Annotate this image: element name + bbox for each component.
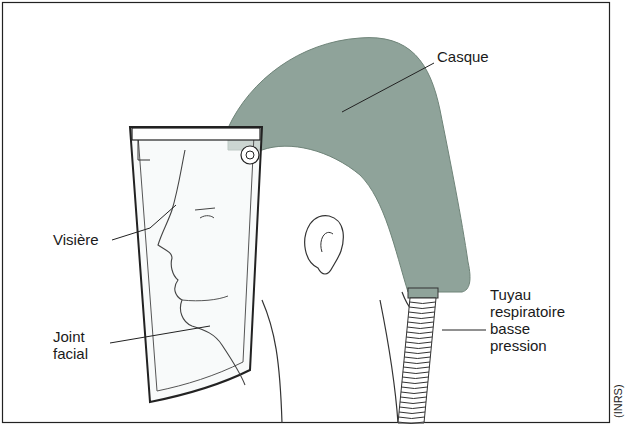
part-label: Tuyau respiratoire basse pression — [490, 286, 590, 354]
visor-inner-edge — [138, 135, 254, 391]
hose-ridge — [404, 357, 430, 359]
hose-ridge — [402, 377, 428, 379]
hinge-screw — [246, 151, 254, 159]
hose-ridge — [410, 302, 436, 304]
hose-ridge — [398, 422, 424, 424]
hose-ridge — [404, 362, 430, 364]
hose-ridge — [400, 397, 426, 399]
hose-ridge — [406, 342, 432, 344]
visor — [130, 127, 262, 402]
frame — [3, 3, 610, 423]
hose-ridge — [405, 352, 431, 354]
hose-ridge — [408, 322, 434, 324]
hose-ridge — [407, 327, 433, 329]
hose-ridge — [409, 312, 435, 314]
hinge — [241, 146, 259, 164]
leader-line — [110, 326, 210, 343]
face-seal — [182, 296, 228, 301]
hose-ridge — [406, 337, 432, 339]
hose-ridge — [402, 382, 428, 384]
watermark: (INRS) — [612, 384, 624, 418]
hose-ridge — [400, 402, 426, 404]
visor-bracket — [138, 140, 150, 160]
hose-ridge — [407, 332, 433, 334]
visor-frame-top — [132, 128, 260, 140]
part-label: Visière — [53, 231, 123, 248]
ear — [305, 216, 344, 274]
hose-ridge — [401, 392, 427, 394]
face-profile — [158, 150, 245, 385]
leader-line — [112, 205, 176, 240]
hose-ridge — [399, 412, 425, 414]
part-label: Casque — [437, 48, 527, 65]
hose-ridge — [400, 407, 426, 409]
hose-ridge — [409, 307, 435, 309]
hose-ridge — [408, 317, 434, 319]
hose — [398, 298, 436, 424]
hose-ridge — [399, 417, 425, 419]
hose-ridge — [403, 367, 429, 369]
back-neck-line — [380, 300, 398, 423]
hose-ridge — [405, 347, 431, 349]
ear-inner — [321, 232, 333, 252]
eye — [195, 208, 215, 218]
hose-ridge — [403, 372, 429, 374]
part-label: Joint facial — [53, 328, 108, 362]
hose-body — [398, 298, 436, 423]
helmet-shell — [228, 38, 470, 292]
neck-line — [262, 300, 282, 423]
hose-ridge — [401, 387, 427, 389]
leader-line — [442, 330, 486, 331]
hose-collar — [408, 288, 438, 298]
leader-line — [342, 63, 434, 112]
